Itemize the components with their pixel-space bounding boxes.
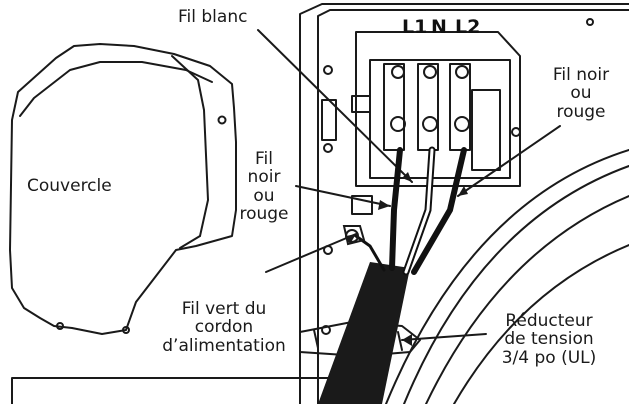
- black-red-wire-left-line: Fil: [255, 149, 273, 169]
- terminal-block: [351, 31, 521, 215]
- leader-lines: [11, 29, 561, 405]
- terminal-l1-label: L1: [402, 16, 428, 38]
- ground-screw: [342, 225, 366, 246]
- strain-relief-line: de tension: [504, 329, 594, 350]
- black-red-wire-right-line: ou: [570, 83, 592, 104]
- wires: [354, 146, 467, 276]
- white-wire-label: Fil blanc: [178, 7, 248, 27]
- green-wire-line: d’alimentation: [162, 335, 286, 356]
- strain-relief-line: Réducteur: [505, 311, 593, 331]
- terminal-n-label: N: [431, 16, 447, 38]
- terminal-l2-label: L2: [455, 16, 481, 38]
- black-red-wire-right-label: Fil noir ou rouge: [536, 66, 626, 121]
- black-red-wire-right-line: rouge: [556, 101, 606, 122]
- black-red-wire-left-line: ou: [253, 185, 275, 206]
- green-wire-line: Fil vert du: [181, 299, 267, 319]
- black-red-wire-left-line: noir: [247, 167, 281, 188]
- black-red-wire-right-line: Fil noir: [552, 65, 610, 85]
- green-wire-label: Fil vert du cordon d’alimentation: [154, 300, 294, 355]
- strain-relief-label: Réducteur de tension 3/4 po (UL): [484, 312, 614, 367]
- green-wire-line: cordon: [194, 317, 254, 338]
- power-cord: [318, 262, 410, 404]
- black-red-wire-left-line: rouge: [239, 204, 289, 225]
- cover-drawing: [9, 43, 237, 335]
- cover-label: Couvercle: [27, 176, 112, 196]
- black-red-wire-left-label: Fil noir ou rouge: [226, 149, 302, 225]
- strain-relief-line: 3/4 po (UL): [501, 347, 597, 368]
